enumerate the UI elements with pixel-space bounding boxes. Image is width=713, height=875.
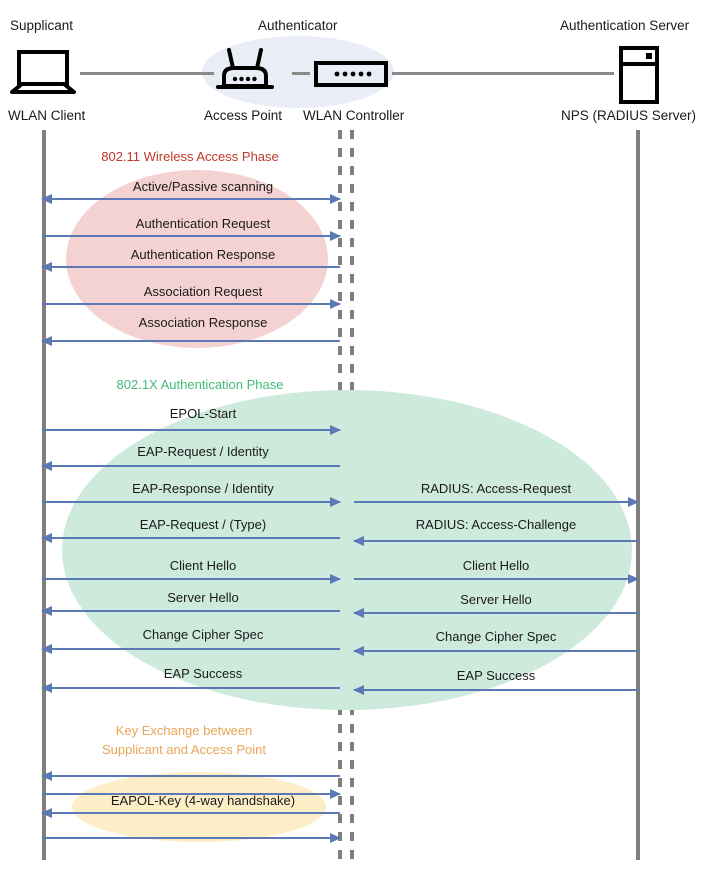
- wire-ap-to-controller: [292, 72, 310, 75]
- arrow-line: [42, 648, 340, 650]
- arrowhead-left: [353, 645, 364, 656]
- arrow-line: [42, 537, 340, 539]
- arrow-line: [42, 501, 340, 503]
- actor-title-authenticator: Authenticator: [258, 18, 338, 33]
- arrow-line: [42, 198, 340, 200]
- arrowhead-left: [353, 535, 364, 546]
- wire-client-to-ap: [80, 72, 214, 75]
- arrow-line: [42, 775, 340, 777]
- message-label: Change Cipher Spec: [435, 629, 557, 644]
- arrow-line: [354, 612, 638, 614]
- message-label: EPOL-Start: [169, 406, 237, 421]
- message-label: Change Cipher Spec: [142, 627, 264, 642]
- arrowhead-left: [41, 532, 52, 543]
- arrow-line: [42, 235, 340, 237]
- message-label: Client Hello: [169, 558, 237, 573]
- arrowhead-right: [330, 230, 341, 241]
- arrowhead-right: [330, 573, 341, 584]
- phase-label-key-exchange-line2: Supplicant and Access Point: [101, 741, 267, 757]
- message-label: Active/Passive scanning: [132, 179, 274, 194]
- message-label: EAP Success: [456, 668, 536, 683]
- arrow-line: [354, 578, 638, 580]
- arrowhead-right: [330, 193, 341, 204]
- arrow-line: [42, 610, 340, 612]
- arrowhead-right: [330, 832, 341, 843]
- phase-label-80211: 802.11 Wireless Access Phase: [101, 149, 279, 164]
- message-label: EAPOL-Key (4-way handshake): [110, 793, 296, 808]
- message-label: EAP Success: [163, 666, 243, 681]
- arrow-line: [42, 266, 340, 268]
- arrowhead-right: [330, 424, 341, 435]
- arrowhead-left: [41, 460, 52, 471]
- arrowhead-right: [330, 496, 341, 507]
- server-icon: [619, 46, 659, 109]
- message-label: EAP-Request / Identity: [137, 444, 269, 459]
- phase-blob-8021x: [62, 390, 632, 710]
- arrowhead-left: [353, 607, 364, 618]
- arrowhead-left: [41, 193, 52, 204]
- arrow-line: [354, 501, 638, 503]
- message-label: EAP-Request / (Type): [139, 517, 267, 532]
- arrow-line: [42, 578, 340, 580]
- actor-caption-wlan-controller: WLAN Controller: [303, 108, 405, 123]
- arrow-line: [42, 340, 340, 342]
- lifeline-auth-server: [636, 130, 640, 860]
- laptop-icon: [10, 50, 76, 99]
- arrowhead-left: [353, 684, 364, 695]
- arrowhead-left: [41, 643, 52, 654]
- actor-title-supplicant: Supplicant: [10, 18, 74, 33]
- arrowhead-left: [41, 261, 52, 272]
- phase-label-key-exchange: Key Exchange between Supplicant and Acce…: [102, 722, 266, 760]
- phase-label-key-exchange-line1: Key Exchange between: [115, 723, 253, 738]
- arrow-line: [42, 429, 340, 431]
- message-label: Association Request: [143, 284, 263, 299]
- message-label: Client Hello: [462, 558, 530, 573]
- arrowhead-left: [41, 770, 52, 781]
- message-label: Server Hello: [460, 592, 532, 607]
- phase-label-8021x: 802.1X Authentication Phase: [116, 377, 284, 392]
- actor-caption-access-point: Access Point: [204, 108, 283, 123]
- wireless-router-icon: [216, 46, 274, 99]
- arrow-line: [42, 465, 340, 467]
- arrow-line: [354, 689, 638, 691]
- lifeline-supplicant: [42, 130, 46, 860]
- arrow-line: [42, 812, 340, 814]
- message-label: Server Hello: [167, 590, 239, 605]
- arrow-line: [42, 303, 340, 305]
- arrowhead-left: [41, 605, 52, 616]
- switch-icon: [314, 61, 388, 92]
- message-label: RADIUS: Access-Request: [420, 481, 572, 496]
- message-label: Authentication Request: [135, 216, 271, 231]
- arrowhead-right: [628, 573, 639, 584]
- arrowhead-right: [628, 496, 639, 507]
- arrowhead-left: [41, 807, 52, 818]
- arrow-line: [354, 540, 638, 542]
- arrowhead-right: [330, 788, 341, 799]
- actor-title-auth-server: Authentication Server: [560, 18, 690, 33]
- arrowhead-right: [330, 298, 341, 309]
- arrow-line: [42, 837, 340, 839]
- message-label: Authentication Response: [130, 247, 276, 262]
- arrowhead-left: [41, 335, 52, 346]
- message-label: RADIUS: Access-Challenge: [415, 517, 577, 532]
- actor-caption-wlan-client: WLAN Client: [8, 108, 86, 123]
- message-label: Association Response: [138, 315, 268, 330]
- phase-blob-key-exchange: [72, 772, 326, 842]
- arrowhead-left: [41, 682, 52, 693]
- wire-controller-to-server: [392, 72, 614, 75]
- arrow-line: [42, 687, 340, 689]
- message-label: EAP-Response / Identity: [132, 481, 274, 496]
- arrow-line: [354, 650, 638, 652]
- arrow-line: [42, 793, 340, 795]
- actor-caption-nps-radius-server: NPS (RADIUS Server): [561, 108, 697, 123]
